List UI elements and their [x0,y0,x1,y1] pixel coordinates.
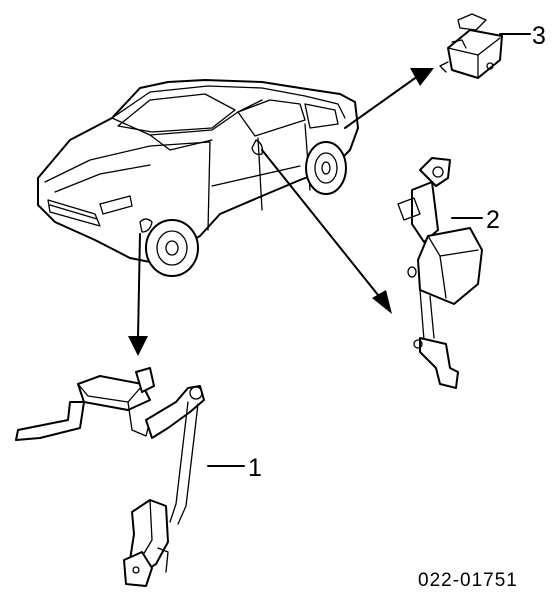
leader-lines [207,33,531,467]
car-illustration [37,79,359,277]
part2-rear-level-sensor [397,157,483,389]
diagram-code: 022-01751 [418,570,518,591]
part1-front-level-sensor [15,367,205,587]
callout-1: 1 [248,454,262,482]
callout-2: 2 [486,206,500,234]
arrow-head-part2-icon [372,290,392,314]
part3-control-module [439,13,503,79]
arrow-head-part3-icon [410,68,434,86]
pointer-arrows [128,68,434,356]
callout-3: 3 [532,22,546,50]
arrow-head-down-icon [128,336,148,356]
